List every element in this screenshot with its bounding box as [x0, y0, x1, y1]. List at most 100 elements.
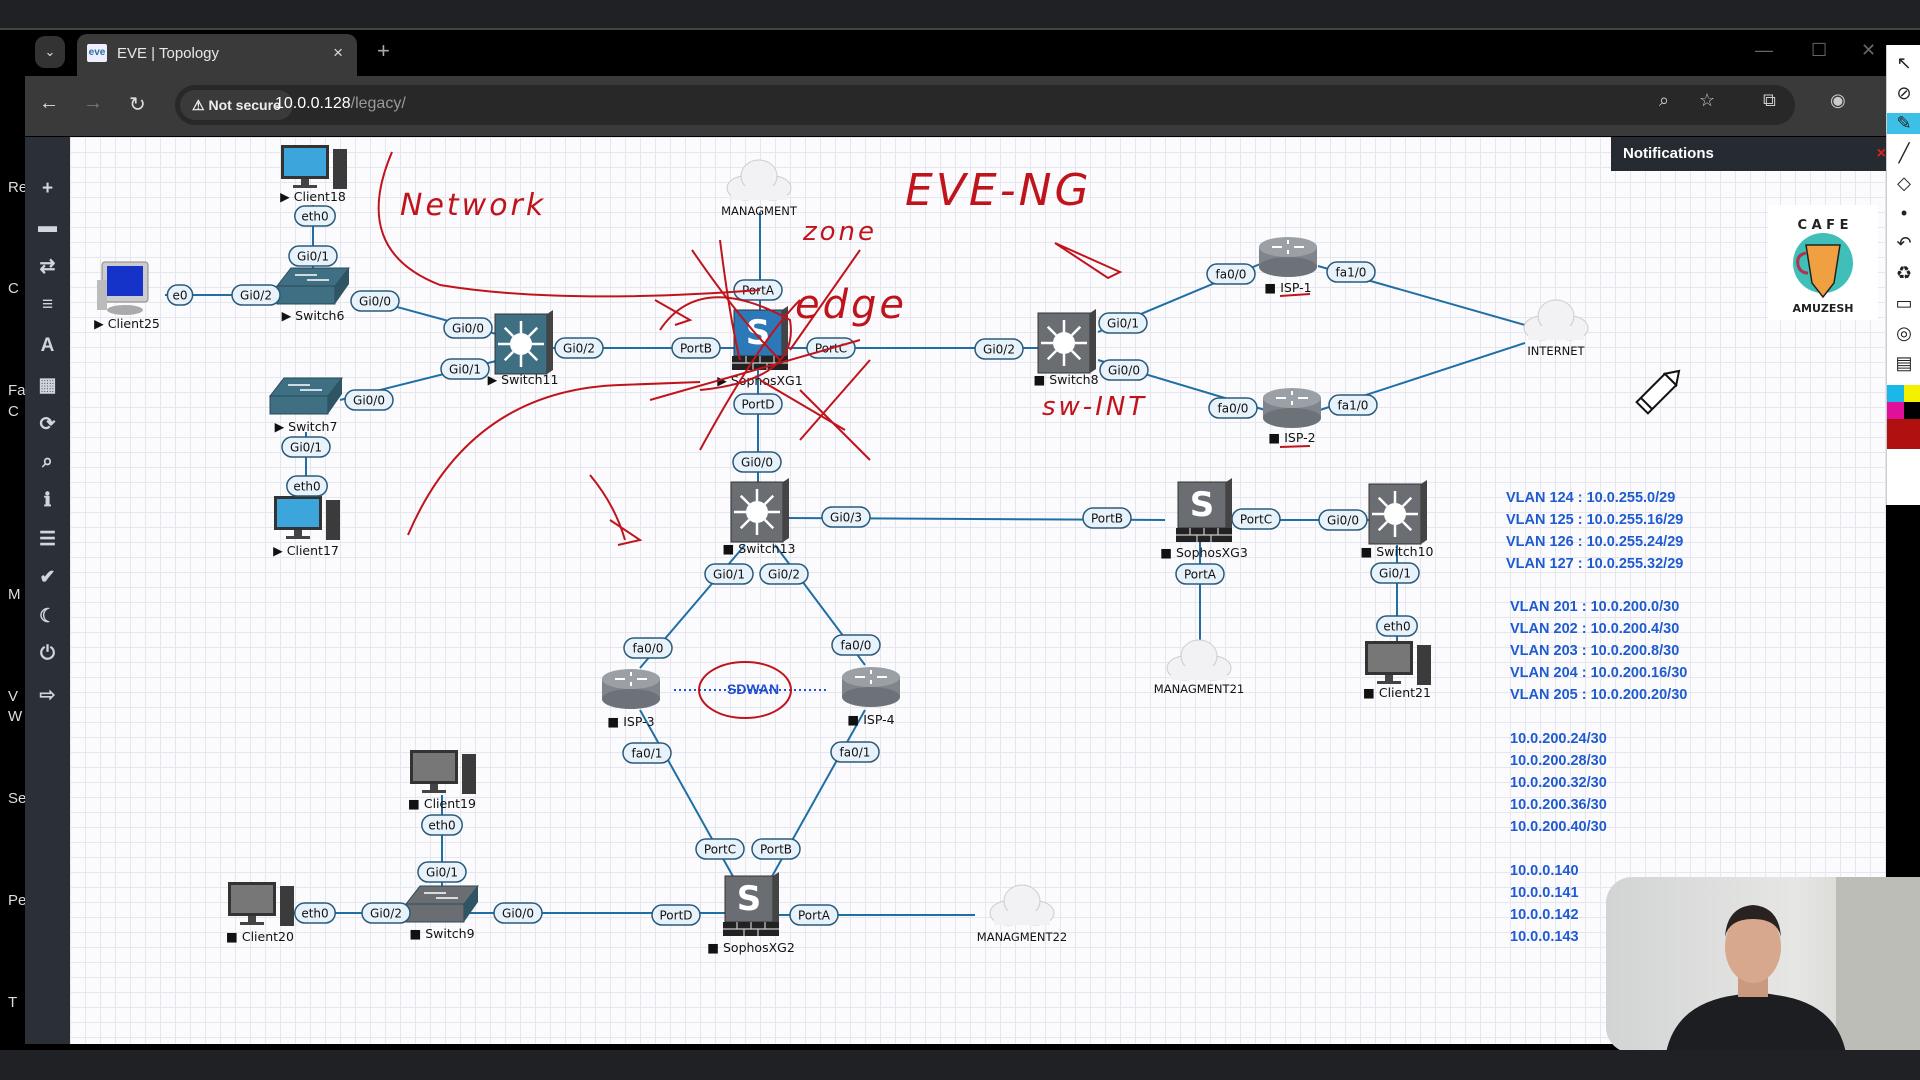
new-tab-button[interactable]: + — [377, 38, 390, 63]
security-chip[interactable]: ⚠ Not secure — [180, 90, 293, 120]
notes-tool-icon[interactable]: ▤ — [1895, 353, 1913, 373]
node-isp-1[interactable]: ■ ISP-1 — [1259, 237, 1317, 295]
port-label[interactable]: Gi0/2 — [759, 563, 809, 585]
refresh-icon[interactable]: ⟳ — [39, 414, 56, 435]
port-label[interactable]: PortC — [1231, 508, 1281, 530]
notifications-close-icon[interactable]: × — [1876, 145, 1886, 162]
node-managment22[interactable]: MANAGMENT22 — [977, 884, 1067, 944]
port-label[interactable]: PortB — [751, 838, 801, 860]
text-icon[interactable]: A — [40, 335, 55, 356]
node-internet[interactable]: INTERNET — [1523, 299, 1589, 358]
bookmark-star-icon[interactable]: ☆ — [1699, 90, 1716, 110]
port-label[interactable]: Gi0/2 — [974, 338, 1024, 360]
minimize-button[interactable]: — — [1755, 40, 1773, 60]
zoom-icon[interactable]: ⌕ — [1659, 90, 1670, 110]
port-label[interactable]: Gi0/1 — [417, 861, 467, 883]
node-client17[interactable]: ▶ Client17 — [273, 496, 340, 558]
back-button[interactable]: ← — [39, 92, 59, 114]
port-label[interactable]: eth0 — [421, 814, 463, 836]
port-label[interactable]: Gi0/2 — [554, 337, 604, 359]
port-label[interactable]: fa0/1 — [622, 742, 672, 764]
port-label[interactable]: fa1/0 — [1328, 394, 1378, 416]
port-label[interactable]: fa1/0 — [1326, 261, 1376, 283]
port-label[interactable]: eth0 — [1376, 615, 1418, 637]
networks-icon[interactable]: ⇄ — [39, 256, 56, 277]
node-switch13[interactable]: ■ Switch13 — [722, 478, 796, 556]
port-label[interactable]: eth0 — [294, 205, 336, 227]
port-label[interactable]: e0 — [166, 284, 194, 306]
node-switch6[interactable]: ▶ Switch6 — [275, 267, 351, 323]
port-label[interactable]: PortB — [1082, 507, 1132, 529]
port-label[interactable]: Gi0/0 — [1318, 509, 1368, 531]
port-label[interactable]: PortD — [733, 393, 783, 415]
port-label[interactable]: Gi0/0 — [344, 389, 394, 411]
node-sophosxg2[interactable]: S■ SophosXG2 — [707, 872, 795, 955]
reload-button[interactable]: ↻ — [129, 94, 146, 116]
maximize-button[interactable]: ☐ — [1811, 40, 1828, 60]
topology-canvas[interactable]: ▶ Client18▶ Client25▶ Switch6▶ Switch11▶… — [70, 137, 1886, 1044]
node-switch8[interactable]: ■ Switch8 — [1033, 309, 1099, 387]
node-client21[interactable]: ■ Client21 — [1363, 641, 1431, 700]
url-text[interactable]: 10.0.0.128/legacy/ — [275, 95, 406, 113]
eraser-tool-icon[interactable]: ◇ — [1897, 173, 1911, 193]
close-window-button[interactable]: ✕ — [1861, 40, 1877, 60]
port-label[interactable]: eth0 — [294, 902, 336, 924]
node-switch7[interactable]: ▶ Switch7 — [268, 377, 344, 434]
port-label[interactable]: fa0/0 — [831, 634, 881, 656]
status-icon[interactable]: ✔ — [39, 567, 56, 588]
highlighter-tool-icon[interactable]: ✎ — [1887, 113, 1920, 134]
port-label[interactable]: eth0 — [286, 475, 328, 497]
port-label[interactable]: PortB — [671, 337, 721, 359]
color-swatch-red[interactable] — [1887, 419, 1920, 449]
port-label[interactable]: Gi0/1 — [1098, 312, 1148, 334]
color-swatch[interactable] — [1904, 385, 1920, 402]
tab-close-icon[interactable]: × — [333, 43, 343, 62]
node-client25[interactable]: ▶ Client25 — [94, 261, 160, 331]
zoom-icon[interactable]: ⌕ — [42, 451, 53, 472]
color-swatch[interactable] — [1887, 402, 1904, 419]
profile-avatar-icon[interactable]: ◉ — [1830, 90, 1846, 110]
node-client19[interactable]: ■ Client19 — [408, 750, 476, 811]
port-label[interactable]: Gi0/1 — [288, 245, 338, 267]
list-icon[interactable]: ☰ — [38, 529, 57, 550]
add-object-icon[interactable]: + — [41, 178, 54, 199]
port-label[interactable]: fa0/1 — [830, 741, 880, 763]
port-label[interactable]: Gi0/2 — [361, 902, 411, 924]
power-icon[interactable]: ⏻ — [39, 643, 56, 664]
dot-tool-icon[interactable]: • — [1900, 203, 1908, 223]
port-label[interactable]: Gi0/3 — [821, 506, 871, 528]
logout-icon[interactable]: ⇨ — [39, 685, 56, 706]
node-managment21[interactable]: MANAGMENT21 — [1154, 639, 1244, 696]
undo-tool-icon[interactable]: ↶ — [1896, 233, 1912, 253]
node-isp-3[interactable]: ■ ISP-3 — [602, 669, 660, 729]
port-label[interactable]: fa0/0 — [623, 637, 673, 659]
pen-tool-icon[interactable]: ╱ — [1898, 143, 1910, 163]
pictures-icon[interactable]: ▦ — [38, 375, 57, 396]
port-label[interactable]: Gi0/1 — [281, 436, 331, 458]
node-isp-4[interactable]: ■ ISP-4 — [842, 667, 900, 727]
port-label[interactable]: Gi0/0 — [443, 317, 493, 339]
laser-tool-icon[interactable]: ⊘ — [1896, 83, 1912, 103]
port-label[interactable]: Gi0/0 — [732, 451, 782, 473]
node-switch11[interactable]: ▶ Switch11 — [488, 310, 559, 387]
screenshot-tool-icon[interactable]: ◎ — [1896, 323, 1912, 343]
port-label[interactable]: PortA — [789, 904, 839, 926]
color-swatch[interactable] — [1904, 402, 1920, 419]
dark-mode-icon[interactable]: ☾ — [38, 606, 57, 627]
startup-configs-icon[interactable]: ≡ — [41, 294, 54, 315]
info-icon[interactable]: ℹ — [43, 490, 52, 511]
port-label[interactable]: Gi0/0 — [493, 902, 543, 924]
extensions-icon[interactable]: ⧉ — [1763, 90, 1776, 110]
port-label[interactable]: Gi0/0 — [350, 290, 400, 312]
nodes-icon[interactable]: ▬ — [38, 216, 57, 237]
port-label[interactable]: PortC — [695, 838, 745, 860]
port-label[interactable]: fa0/0 — [1208, 397, 1258, 419]
address-bar[interactable]: ⚠ Not secure 10.0.0.128/legacy/ — [175, 85, 1795, 125]
tab-search-button[interactable]: ⌄ — [35, 36, 65, 68]
color-swatch[interactable] — [1887, 385, 1904, 402]
port-label[interactable]: Gi0/1 — [704, 563, 754, 585]
pointer-tool-icon[interactable]: ↖ — [1896, 53, 1912, 73]
port-label[interactable]: PortA — [1175, 563, 1225, 585]
port-label[interactable]: fa0/0 — [1206, 263, 1256, 285]
port-label[interactable]: Gi0/1 — [440, 358, 490, 380]
